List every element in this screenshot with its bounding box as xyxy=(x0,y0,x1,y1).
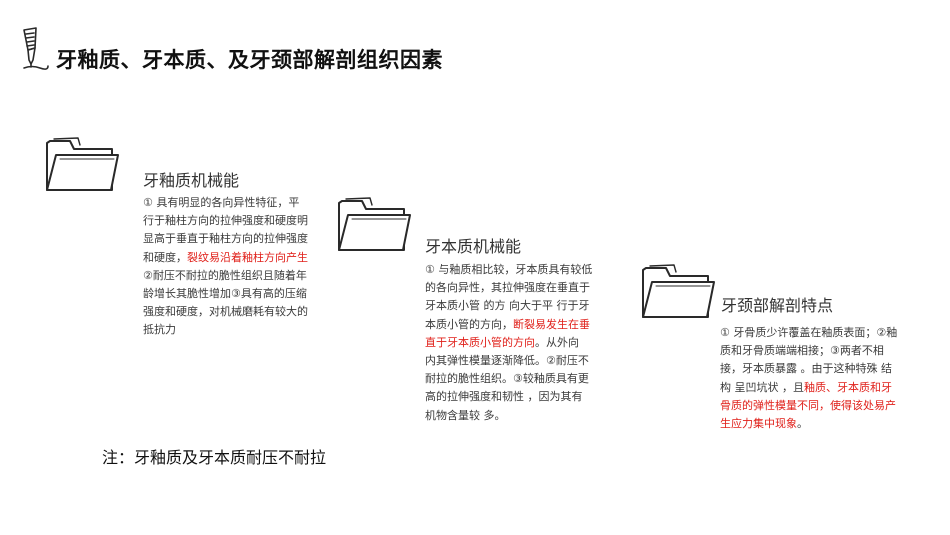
folder-icon xyxy=(338,197,411,251)
card-title-dentin: 牙本质机械能 xyxy=(425,237,522,256)
page-title: 牙釉质、牙本质、及牙颈部解剖组织因素 xyxy=(56,48,443,72)
card-body-highlight: 裂纹易沿着釉柱方向产生 xyxy=(187,250,308,264)
card-body-text: ②耐压不耐拉的脆性组织且随着年龄增长其脆性增加③具有高的压缩强度和硬度，对机械磨… xyxy=(143,268,308,337)
card-body-enamel: ① 具有明显的各向异性特征，平行于釉柱方向的拉伸强度和硬度明显高于垂直于釉柱方向… xyxy=(143,194,310,340)
card-title-cervical: 牙颈部解剖特点 xyxy=(721,296,834,315)
card-body-text: ① 牙骨质少许覆盖在釉质表面；②釉质和牙骨质端端相接；③两者不相接，牙本质暴露 … xyxy=(720,326,898,394)
card-body-text: 。从外向 内其弹性模量逐渐降低。②耐压不耐拉的脆性组织。③较釉质具有更高的拉伸强… xyxy=(425,335,589,422)
card-body-dentin: ① 与釉质相比较，牙本质具有较低的各向异性，其拉伸强度在垂直于牙本质小管 的方 … xyxy=(425,261,593,425)
card-title-enamel: 牙釉质机械能 xyxy=(143,171,240,190)
footnote: 注：牙釉质及牙本质耐压不耐拉 xyxy=(102,448,327,467)
card-body-text: ① 与釉质相比较，牙本质具有较低的各向异性，其拉伸强度在垂直于牙本质小管 的方 … xyxy=(425,263,593,331)
card-body-text: 。 xyxy=(797,417,808,431)
card-body-text: ① 具有明显的各向异性特征，平行于釉柱方向的拉伸强度和硬度明显高于垂直于釉柱方向… xyxy=(143,196,308,264)
card-body-cervical: ① 牙骨质少许覆盖在釉质表面；②釉质和牙骨质端端相接；③两者不相接，牙本质暴露 … xyxy=(720,324,898,433)
card-body-highlight: 断裂易发生在垂直于牙本质小管的方向 xyxy=(425,317,590,349)
folder-icon xyxy=(642,264,715,318)
folder-icon xyxy=(46,137,119,191)
card-body-highlight: 釉质、牙本质和牙骨质的弹性模量不同，使得该处易产生应力集中现象 xyxy=(720,380,896,431)
pen-nib-icon xyxy=(23,27,49,70)
